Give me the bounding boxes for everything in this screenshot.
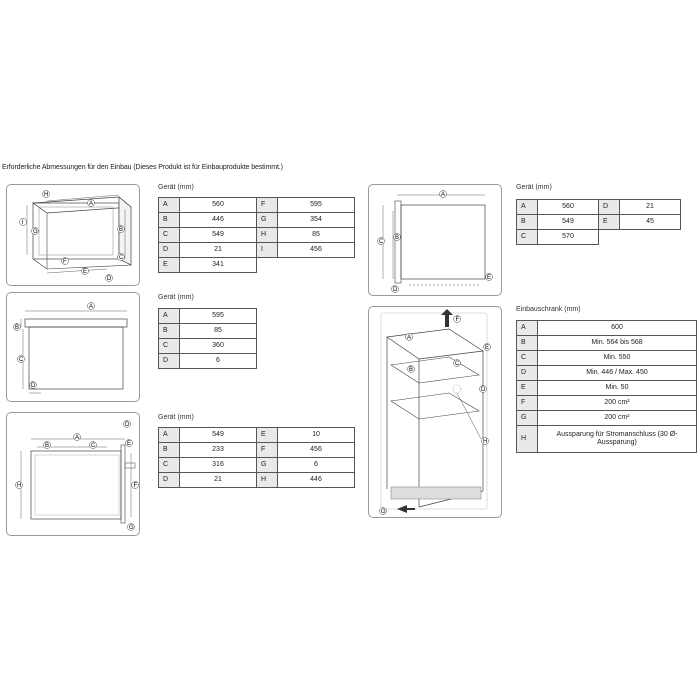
svg-text:A: A	[407, 335, 411, 341]
diagram-cabinet-panel: F A E B C D H G	[368, 306, 502, 518]
svg-text:D: D	[31, 383, 36, 389]
label-f: F	[63, 259, 67, 265]
label-b: B	[119, 227, 123, 233]
cabinet-caption: Einbauschrank (mm)	[516, 306, 581, 313]
svg-text:C: C	[91, 443, 96, 449]
svg-text:C: C	[19, 357, 24, 363]
svg-text:C: C	[379, 239, 384, 245]
label-a: A	[89, 201, 93, 207]
perspective-diagram: H A I G B C F E D	[19, 190, 132, 282]
svg-text:B: B	[15, 325, 19, 331]
label-g: G	[33, 229, 38, 235]
side-diagram: A B C D E F G H	[15, 420, 139, 531]
svg-text:E: E	[127, 441, 131, 447]
svg-text:A: A	[441, 192, 445, 198]
svg-text:H: H	[483, 439, 487, 445]
label-e: E	[83, 269, 87, 275]
svg-text:A: A	[89, 304, 93, 310]
svg-text:H: H	[17, 483, 21, 489]
label-c: C	[119, 255, 124, 261]
device-caption-1: Gerät (mm)	[158, 184, 194, 191]
svg-text:D: D	[125, 422, 130, 428]
diagram-perspective-panel: H A I G B C F E D	[6, 184, 140, 286]
page-heading: Erforderliche Abmessungen für den Einbau…	[2, 164, 283, 171]
svg-text:E: E	[485, 345, 489, 351]
label-d: D	[107, 276, 112, 282]
device-caption-3: Gerät (mm)	[158, 414, 194, 421]
cabinet-diagram: F A E B C D H G	[379, 309, 491, 515]
front-diagram: A B C D	[13, 302, 128, 394]
diagram-side-panel: A B C D E F G H	[6, 412, 140, 536]
svg-text:B: B	[395, 235, 399, 241]
svg-text:B: B	[45, 443, 49, 449]
svg-text:F: F	[456, 317, 460, 323]
svg-text:F: F	[134, 483, 138, 489]
label-h: H	[44, 192, 48, 198]
svg-text:B: B	[409, 367, 413, 373]
svg-text:A: A	[75, 435, 79, 441]
label-i: I	[22, 220, 24, 226]
svg-text:D: D	[393, 287, 398, 293]
device-caption-2: Gerät (mm)	[158, 294, 194, 301]
svg-text:G: G	[129, 525, 134, 531]
device-caption-4: Gerät (mm)	[516, 184, 552, 191]
diagram-front-panel: A B C D	[6, 292, 140, 402]
diagram-right-top-panel: A B C D E	[368, 184, 502, 296]
svg-text:C: C	[455, 361, 460, 367]
right-top-diagram: A B C D E	[377, 190, 493, 293]
svg-text:G: G	[381, 509, 386, 515]
svg-text:E: E	[487, 275, 491, 281]
svg-text:D: D	[481, 387, 486, 393]
